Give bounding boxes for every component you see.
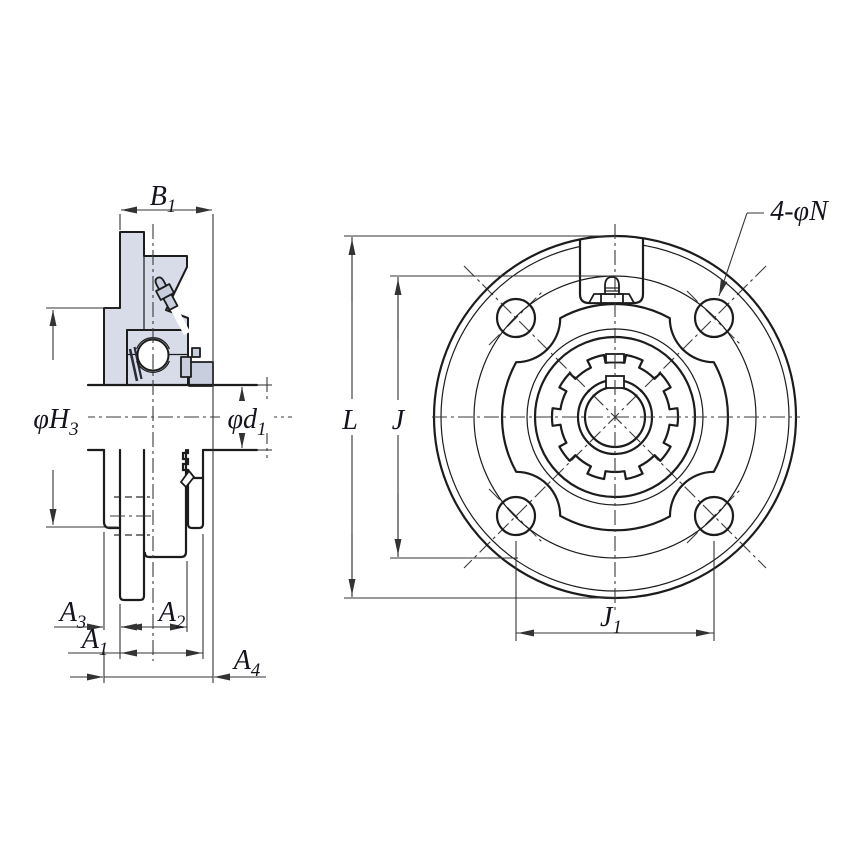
- fitting-nipple-icon: [154, 276, 168, 291]
- bolt-hole: [693, 297, 735, 339]
- flinger-section: [188, 361, 214, 387]
- lockwasher-tab-section: [191, 347, 201, 358]
- seal-mark: [128, 348, 139, 382]
- locknut-castellated-ring: [550, 353, 680, 481]
- bolt-hole: [495, 495, 537, 537]
- dim-label-a2: A2: [157, 597, 186, 633]
- side-section-view: B1 φH3 φd1 A3 A2 A1: [26, 181, 292, 683]
- dim-label-a4: A4: [232, 645, 261, 681]
- dim-label-bolt-note: 4-φN: [770, 196, 829, 227]
- bolt-hole: [693, 495, 735, 537]
- dim-label-a3: A3: [58, 597, 87, 633]
- dim-label-l: L: [341, 405, 358, 436]
- grease-passage: [170, 307, 191, 336]
- bolt-hole-tick: [488, 290, 544, 346]
- lockwasher-section: [180, 356, 192, 378]
- bolt-hole-tick: [686, 290, 742, 346]
- bolt-hole-tick: [488, 488, 544, 544]
- dim-label-d1: φd1: [228, 404, 267, 440]
- grease-fitting: [154, 276, 191, 336]
- bolt-hole: [495, 297, 537, 339]
- dim-label-a1: A1: [80, 624, 109, 660]
- housing-body-outline: [143, 448, 188, 559]
- flange-plate-outline: [118, 448, 146, 602]
- dim-label-j1: J1: [600, 602, 622, 638]
- casting-boss-outline: [501, 303, 729, 532]
- dim-label-j: J: [392, 405, 406, 436]
- dim-label-b1: B1: [150, 181, 177, 217]
- dim-label-h3: φH3: [33, 404, 78, 440]
- lockwasher-bent-tab: [179, 469, 196, 489]
- flinger-outline: [186, 448, 205, 530]
- bolt-hole-tick: [686, 488, 742, 544]
- front-view: L J J1 4-φN: [337, 196, 829, 641]
- fitting-flange: [600, 293, 624, 304]
- inner-race: [136, 360, 170, 373]
